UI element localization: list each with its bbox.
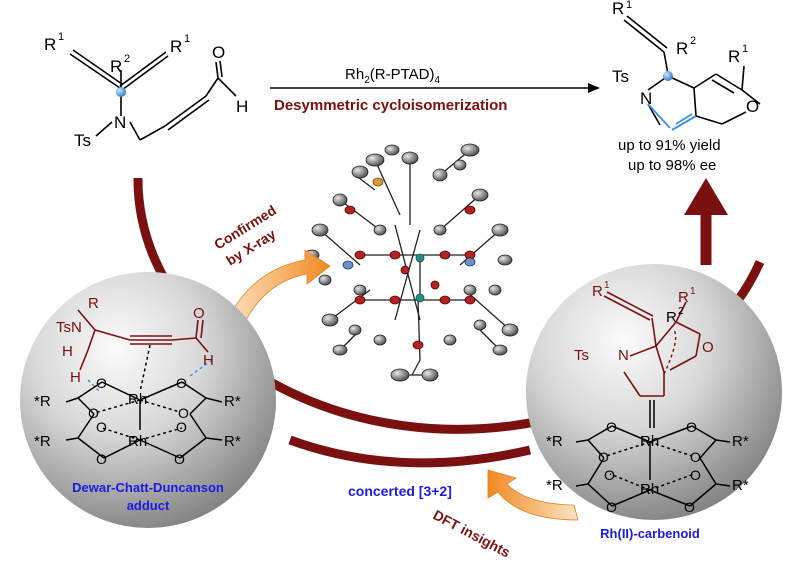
right-rh-top: Rh <box>640 433 659 450</box>
xray-nitrogen-atoms <box>342 257 476 270</box>
right-n: N <box>618 347 629 364</box>
cycle-arc-bottom <box>288 435 532 468</box>
substrate-ts: Ts <box>74 131 91 150</box>
right-caption: Rh(II)-carbenoid <box>600 526 700 541</box>
right-o-3: O <box>598 449 609 465</box>
left-o-4: O <box>178 405 189 421</box>
substrate-n: N <box>114 113 126 132</box>
right-o-7: O <box>606 499 617 515</box>
right-r1-top-sup: 1 <box>604 280 610 291</box>
right-o-5: O <box>604 467 615 483</box>
left-o-8: O <box>174 451 185 467</box>
substrate-o: O <box>212 43 225 62</box>
product-r2: R <box>676 39 688 58</box>
xray-oxygen-atoms <box>344 205 476 350</box>
dft-orange-arrow <box>487 469 579 521</box>
right-r-star-tr: R* <box>732 433 749 450</box>
right-r2-sup: 2 <box>678 306 684 317</box>
dft-label: DFT insights <box>431 507 514 561</box>
left-sphere <box>20 272 276 528</box>
left-r-star-bl: *R <box>34 433 51 450</box>
product-ee: up to 98% ee <box>628 157 716 174</box>
catalyst-label: Rh2(R-PTAD)4 <box>345 66 440 86</box>
right-o-8: O <box>684 499 695 515</box>
left-r-star-tl: *R <box>34 393 51 410</box>
right-r-star-tl: *R <box>546 433 563 450</box>
left-o-top: O <box>193 305 205 322</box>
reaction-arrow <box>270 83 600 93</box>
right-sphere-dashed-ring <box>663 329 677 375</box>
left-hbond-1 <box>189 359 213 377</box>
substrate-r1-right: R <box>170 37 182 56</box>
right-sphere-core <box>575 400 731 507</box>
right-r-star-bl: *R <box>546 477 563 494</box>
product-n: N <box>640 89 652 108</box>
substrate-r1-left-sup: 1 <box>58 31 64 43</box>
right-o-ring: O <box>702 339 714 356</box>
right-r1-right: R <box>678 289 689 306</box>
right-o-4: O <box>690 449 701 465</box>
concerted-label: concerted [3+2] <box>348 483 452 499</box>
xray-orange-arrow <box>224 249 331 333</box>
left-sphere-core <box>65 344 223 459</box>
xray-rh-atoms <box>415 253 425 303</box>
right-r1-right-sup: 1 <box>690 286 696 297</box>
left-h-low: H <box>70 369 81 386</box>
product-o: O <box>746 97 759 116</box>
left-caption-line1: Dewar-Chatt-Duncanson <box>72 480 224 495</box>
left-r-star-br: R* <box>224 433 241 450</box>
substrate-r1-left: R <box>44 35 56 54</box>
left-o-2: O <box>176 375 187 391</box>
product-r1-top-sup: 1 <box>626 0 632 11</box>
xray-sulfur-atom <box>372 177 384 187</box>
right-r1-top: R <box>592 283 603 300</box>
product-r1-right-sup: 1 <box>742 43 748 55</box>
left-o-7: O <box>96 451 107 467</box>
right-o-6: O <box>690 467 701 483</box>
right-sphere <box>526 264 782 520</box>
left-o-6: O <box>176 419 187 435</box>
right-sphere-ligand <box>603 291 701 397</box>
right-o-2: O <box>686 419 697 435</box>
substrate-structure <box>69 49 237 141</box>
right-o-1: O <box>606 419 617 435</box>
left-h-left: H <box>62 343 73 360</box>
product-r1-right: R <box>728 47 740 66</box>
product-structure <box>623 15 761 131</box>
stereocenter-product <box>663 71 673 81</box>
product-yield: up to 91% yield <box>618 137 721 154</box>
left-sphere-ligand <box>77 309 209 371</box>
left-o-1: O <box>96 375 107 391</box>
reaction-title: Desymmetric cycloisomerization <box>274 97 507 114</box>
left-o-3: O <box>88 405 99 421</box>
left-rh-top: Rh <box>128 391 147 408</box>
right-r-star-br: R* <box>732 477 749 494</box>
stereocenter-substrate <box>116 87 126 97</box>
product-blue-bonds <box>647 103 697 131</box>
left-tsn: TsN <box>56 319 82 336</box>
left-h-top: H <box>203 352 214 369</box>
xray-atoms <box>304 143 519 382</box>
product-ts: Ts <box>612 67 629 86</box>
substrate-r2: R <box>110 57 122 76</box>
left-hbond-2 <box>87 379 101 393</box>
substrate-r1-right-sup: 1 <box>184 33 190 45</box>
cycle-arrow-head <box>684 178 728 215</box>
left-r: R <box>88 295 99 312</box>
right-ts: Ts <box>574 347 589 364</box>
left-rh-bottom: Rh <box>128 433 147 450</box>
product-r1-top: R <box>612 0 624 18</box>
right-r2: R <box>666 309 677 326</box>
left-r-star-tr: R* <box>224 393 241 410</box>
substrate-r2-sup: 2 <box>124 53 130 65</box>
left-caption-line2: adduct <box>127 498 170 513</box>
right-rh-bottom: Rh <box>640 481 659 498</box>
product-r2-sup: 2 <box>690 35 696 47</box>
left-o-5: O <box>96 419 107 435</box>
substrate-h: H <box>236 97 248 116</box>
